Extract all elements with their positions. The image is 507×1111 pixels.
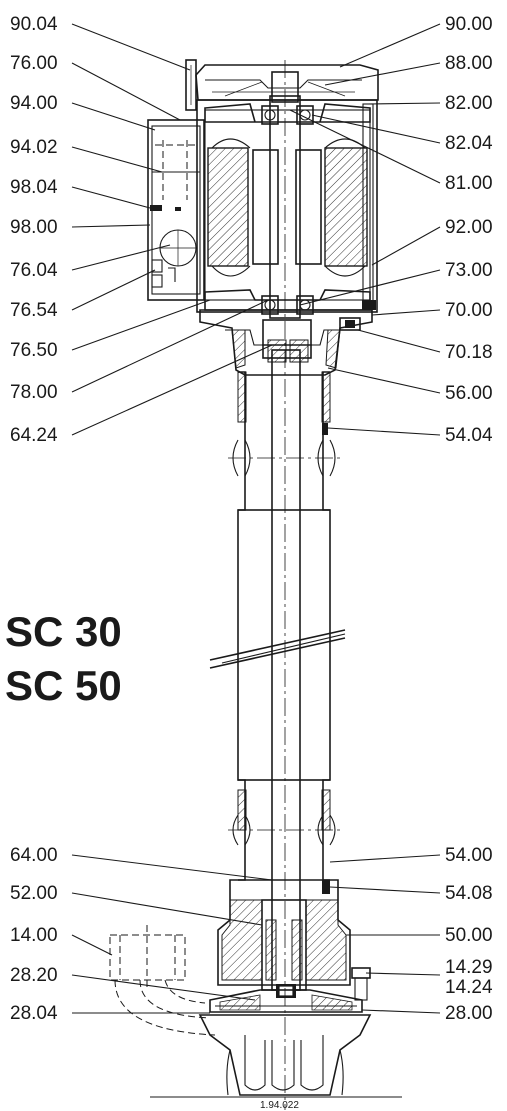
discharge-pipe bbox=[109, 925, 216, 1036]
model-name-sc30: SC 30 bbox=[5, 608, 122, 655]
callout-label: 92.00 bbox=[445, 217, 493, 238]
callout-label: 64.00 bbox=[10, 845, 58, 866]
callout-labels-right: 90.00 88.00 82.00 82.04 81.00 92.00 73.0… bbox=[445, 14, 493, 1024]
motor-housing bbox=[196, 99, 378, 313]
drawing-reference-number: 1.94.022 bbox=[260, 1100, 299, 1111]
stator bbox=[207, 147, 249, 267]
upper-bearing-shield bbox=[204, 103, 371, 123]
callout-label: 64.24 bbox=[10, 425, 58, 446]
suction-foot bbox=[198, 1014, 372, 1096]
callout-label: 56.00 bbox=[445, 383, 493, 404]
lantern-bracket bbox=[199, 309, 373, 376]
callout-label: 94.02 bbox=[10, 137, 58, 158]
callout-label: 82.00 bbox=[445, 93, 493, 114]
terminal-box bbox=[147, 119, 205, 301]
callout-label: 76.54 bbox=[10, 300, 58, 321]
coupling bbox=[262, 319, 312, 359]
callout-labels-left: 90.04 76.00 94.00 94.02 98.04 98.00 76.0… bbox=[10, 14, 58, 1024]
pump-shaft bbox=[269, 60, 301, 1110]
callout-label: 54.08 bbox=[445, 883, 493, 904]
callout-label: 76.04 bbox=[10, 260, 58, 281]
callout-label: 73.00 bbox=[445, 260, 493, 281]
callout-label: 94.00 bbox=[10, 93, 58, 114]
callout-label: 28.04 bbox=[10, 1003, 58, 1024]
motor-assembly bbox=[147, 59, 379, 315]
callout-label: 78.00 bbox=[10, 382, 58, 403]
callout-label: 50.00 bbox=[445, 925, 493, 946]
callout-label: 82.04 bbox=[445, 133, 493, 154]
callout-label: 98.04 bbox=[10, 177, 58, 198]
callout-label: 90.04 bbox=[10, 14, 58, 35]
callout-label: 54.00 bbox=[445, 845, 493, 866]
callout-label: 90.00 bbox=[445, 14, 493, 35]
callout-label: 28.00 bbox=[445, 1003, 493, 1024]
callout-label: 76.50 bbox=[10, 340, 58, 361]
callout-label: 81.00 bbox=[445, 173, 493, 194]
callout-label: 70.18 bbox=[445, 342, 493, 363]
callout-label: 54.04 bbox=[445, 425, 493, 446]
callout-label: 70.00 bbox=[445, 300, 493, 321]
callout-label: 76.00 bbox=[10, 53, 58, 74]
column-pipe-break bbox=[209, 509, 346, 781]
callout-label: 28.20 bbox=[10, 965, 58, 986]
leader-lines bbox=[71, 23, 441, 1014]
rotor bbox=[252, 149, 279, 265]
callout-label: 98.00 bbox=[10, 217, 58, 238]
impeller bbox=[209, 984, 363, 1013]
callout-label: 52.00 bbox=[10, 883, 58, 904]
callout-label: 14.24 bbox=[445, 977, 493, 998]
fan-cover bbox=[195, 64, 379, 101]
callout-label: 88.00 bbox=[445, 53, 493, 74]
model-name-sc50: SC 50 bbox=[5, 662, 122, 709]
callout-label: 14.00 bbox=[10, 925, 58, 946]
callout-label: 14.29 bbox=[445, 957, 493, 978]
